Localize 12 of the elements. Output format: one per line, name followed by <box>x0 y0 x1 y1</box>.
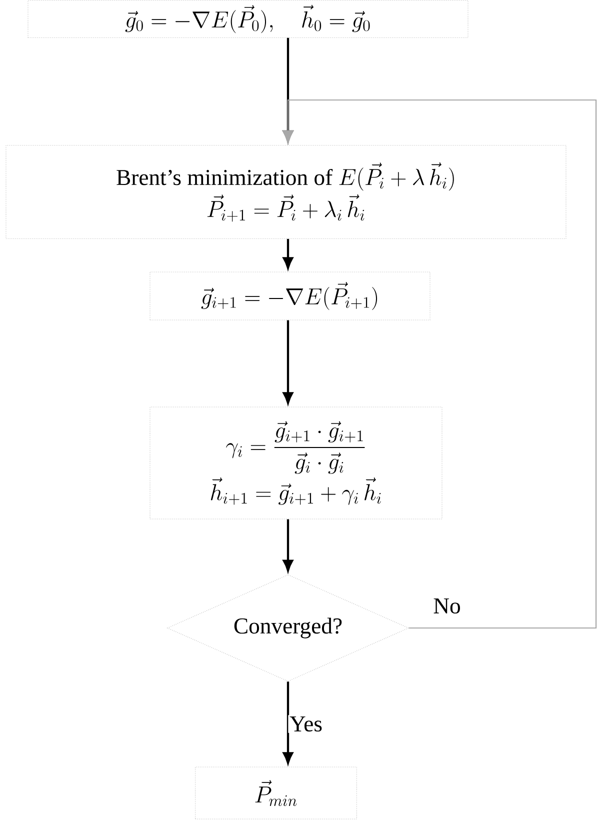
process-box: $\vec{P}_{min}$ <box>195 766 357 820</box>
arrow <box>282 682 294 764</box>
edge-label: Yes <box>288 715 324 733</box>
process-box: $\text{Brent's minimization of } E(\vec{P}_i + \lambda\,\vec{h}_i)$ $\vec{P}_{i+1} = \vec{P}_i + \lambda_i\,\vec{h}_i$ <box>6 145 566 239</box>
arrow <box>282 99 597 629</box>
process-box: $\gamma_i = \frac{\vec{g}_{i+1}\cdot\vec{g}_{i+1}}{\vec{g}_i\cdot\vec{g}_i}$ $\vec{h}_{i+1} = \vec{g}_{i+1} + \gamma_i\,\vec{h}_i$ <box>150 406 442 520</box>
process-box: $\vec{g}_{i+1} = -\nabla E(\vec{P}_{i+1})$ <box>150 272 430 320</box>
arrow <box>282 320 294 404</box>
arrow <box>282 238 294 269</box>
edge-label: No <box>432 597 462 615</box>
arrow <box>282 519 294 572</box>
process-box: $\vec{g}_0 = -\nabla E(\vec{P}_0), \quad \vec{h}_0 = \vec{g}_0$ <box>28 0 468 38</box>
